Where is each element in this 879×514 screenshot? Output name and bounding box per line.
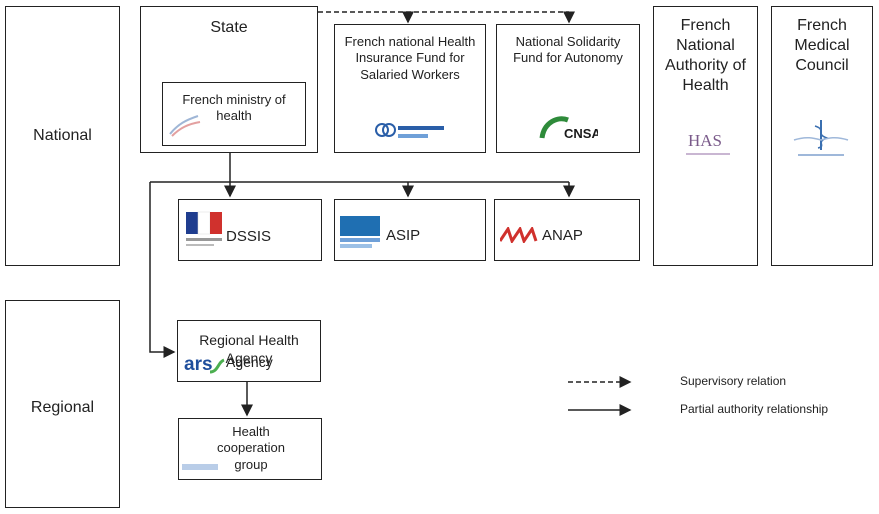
republique-francaise-logo-icon — [186, 211, 222, 246]
national-label: National — [33, 127, 92, 144]
legend-supervisory-label: Supervisory relation — [680, 374, 787, 388]
anap-logo-icon — [500, 227, 538, 243]
ministry-logo-icon — [169, 115, 201, 137]
cnamts-label: French national Health Insurance Fund fo… — [344, 34, 476, 82]
has-logo-text: HAS — [688, 131, 722, 150]
asip-logo-icon — [340, 216, 380, 248]
regional-label: Regional — [30, 399, 95, 416]
has-box — [653, 6, 758, 266]
cnsa-logo-icon: CNSA — [539, 116, 598, 141]
cnamts-box — [334, 24, 486, 153]
ministry-label: French ministry of health — [182, 92, 286, 124]
anap-label: ANAP — [542, 227, 583, 244]
ars-logo-icon: ars — [184, 354, 225, 375]
cnsa-logo-text: CNSA — [564, 126, 598, 141]
regional-level-box — [5, 300, 120, 508]
medical-council-logo-icon — [793, 120, 849, 156]
national-level-box — [5, 6, 120, 266]
ars-agency-label: Agency — [226, 354, 273, 370]
ars-label: Regional Health Agency — [199, 332, 299, 366]
state-label: State — [210, 19, 248, 36]
cnsa-box — [496, 24, 640, 153]
assurance-maladie-logo-icon — [375, 123, 444, 138]
has-logo-icon: HAS — [686, 131, 730, 155]
dssis-label: DSSIS — [226, 228, 272, 245]
ministry-box — [162, 82, 306, 146]
ars-box — [177, 320, 321, 382]
asip-label: ASIP — [386, 227, 421, 244]
cnsa-label: National Solidarity Fund for Autonomy — [513, 34, 623, 66]
partial-line-to-ars — [149, 182, 176, 358]
cnom-label: French Medical Council — [794, 17, 850, 74]
has-label: French National Authority of Health — [665, 17, 746, 94]
gcs-logo-icon — [182, 464, 218, 470]
legend-partial-label: Partial authority relationship — [680, 402, 829, 416]
ars-logo-text: ars — [184, 354, 213, 375]
gcs-label: Health cooperation group — [217, 424, 285, 472]
